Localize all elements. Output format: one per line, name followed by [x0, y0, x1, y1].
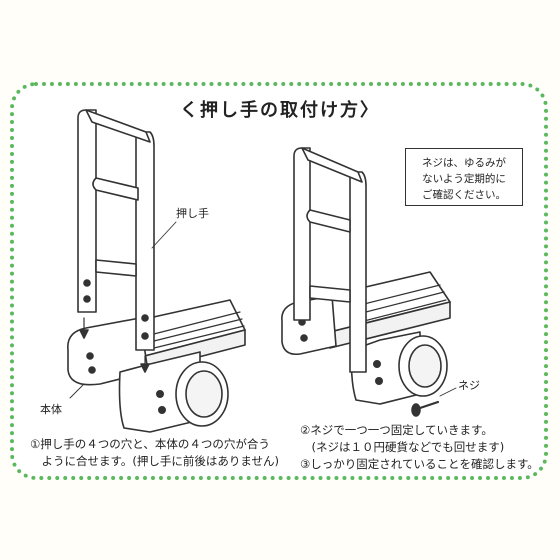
left-illustration: [67, 109, 246, 433]
instructions-left: ①押し手の４つの穴と、本体の４つの穴が合う ように合せます。(押し手に前後はあり…: [30, 436, 279, 470]
note-line: ご確認ください。: [422, 189, 506, 201]
note-line: ネジは、ゆるみが: [422, 157, 506, 169]
step-2-line: (ネジは１０円硬貨などでも回せます): [300, 440, 505, 454]
step-1-line: ように合せます。(押し手に前後はありません): [30, 454, 279, 468]
note-line: ないよう定期的に: [422, 173, 506, 185]
step-3-line: ③しっかり固定されていることを確認します。: [300, 457, 539, 471]
body-label: 本体: [40, 403, 62, 416]
screw-label: ネジ: [458, 379, 480, 392]
right-illustration: [281, 147, 457, 417]
screw-icon: [411, 400, 440, 417]
step-1-line: ①押し手の４つの穴と、本体の４つの穴が合う: [30, 437, 270, 451]
screw-check-note: ネジは、ゆるみが ないよう定期的に ご確認ください。: [405, 148, 523, 206]
page-title: く押し手の取付け方〉: [180, 100, 380, 121]
step-2-line: ②ネジで一つ一つ固定していきます。: [300, 423, 493, 437]
handle-label: 押し手: [176, 207, 209, 220]
instructions-right: ②ネジで一つ一つ固定していきます。 (ネジは１０円硬貨などでも回せます) ③しっ…: [300, 422, 539, 473]
